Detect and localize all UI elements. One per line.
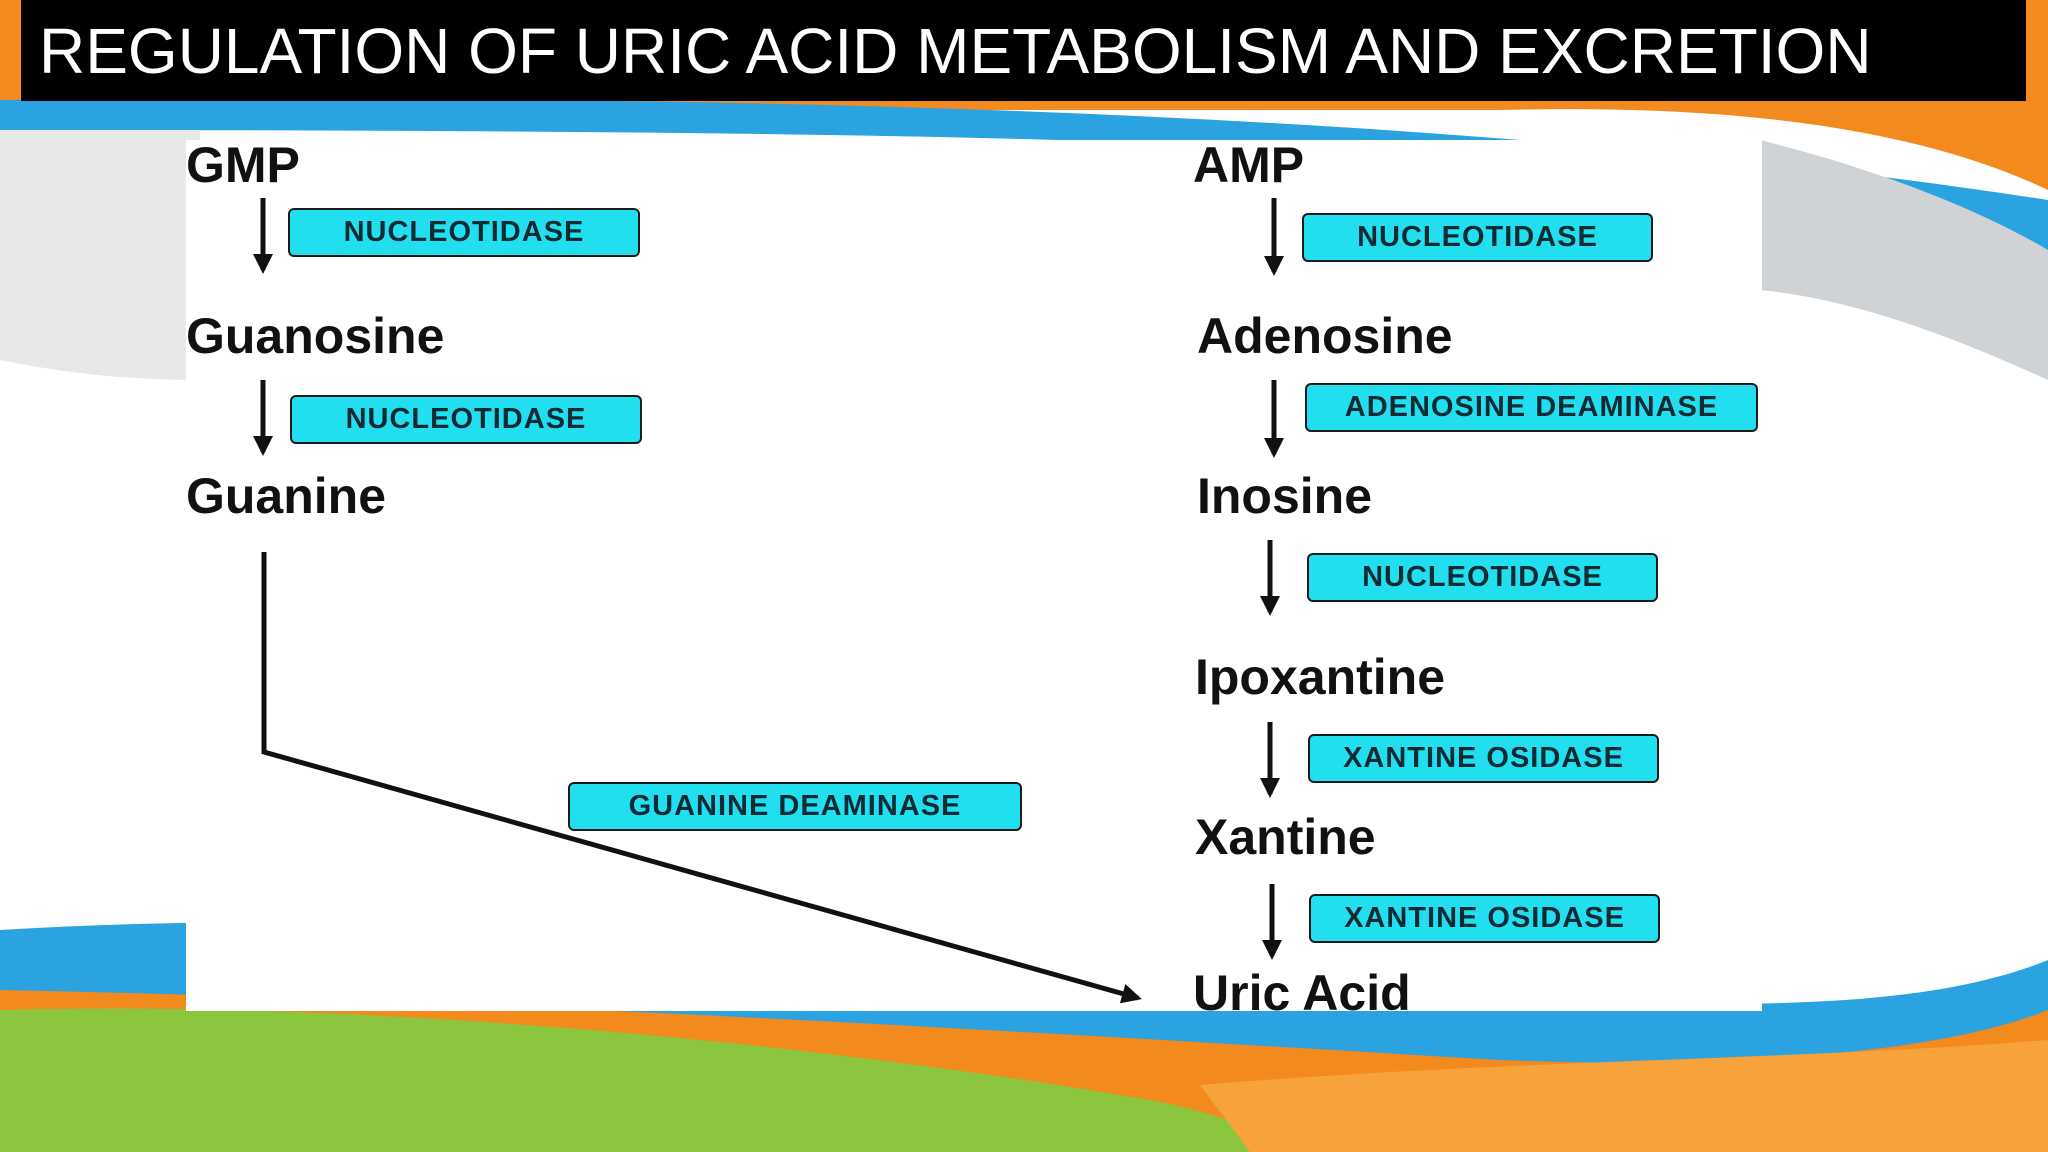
node-uric-acid: Uric Acid [1193,965,1411,1021]
node-guanosine: Guanosine [186,308,445,364]
slide-title: REGULATION OF URIC ACID METABOLISM AND E… [39,14,1872,87]
node-amp: AMP [1193,137,1305,193]
node-guanine: Guanine [186,468,387,524]
arrow-guanine-uricacid [261,552,1142,1004]
enzyme-adenosine-deaminase: ADENOSINE DEAMINASE [1305,383,1758,432]
enzyme-nucleotidase-guanosine: NUCLEOTIDASE [290,395,642,444]
enzyme-xantine-osidase-2: XANTINE OSIDASE [1309,894,1660,943]
node-inosine: Inosine [1197,468,1373,524]
node-adenosine: Adenosine [1197,308,1453,364]
node-xantine: Xantine [1195,809,1376,865]
enzyme-nucleotidase-inosine: NUCLEOTIDASE [1307,553,1658,602]
node-gmp: GMP [186,137,300,193]
enzyme-nucleotidase-gmp: NUCLEOTIDASE [288,208,640,257]
node-ipoxantine: Ipoxantine [1195,649,1446,705]
title-bar: REGULATION OF URIC ACID METABOLISM AND E… [21,0,2026,101]
enzyme-nucleotidase-amp: NUCLEOTIDASE [1302,213,1653,262]
enzyme-guanine-deaminase: GUANINE DEAMINASE [568,782,1022,831]
enzyme-xantine-osidase-1: XANTINE OSIDASE [1308,734,1659,783]
